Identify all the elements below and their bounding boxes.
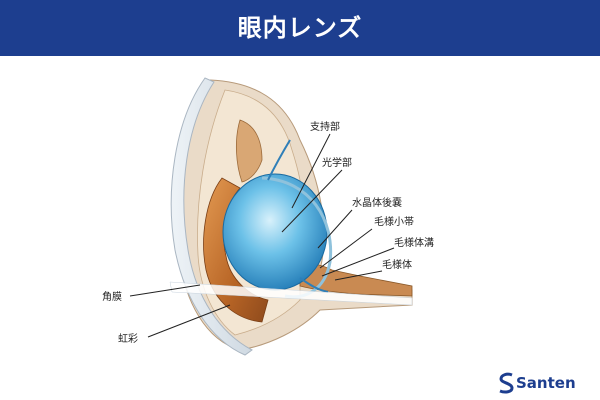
header-bar: 眼内レンズ (0, 0, 600, 56)
leader-ciliary-body (334, 270, 383, 281)
leader-posterior-capsule (317, 209, 353, 249)
santen-logo: Santen (498, 372, 576, 394)
label-iris: 虹彩 (118, 333, 138, 345)
santen-logo-mark (499, 372, 514, 394)
ciliary-upper-shape (236, 119, 263, 183)
leader-optic (281, 169, 343, 233)
iol-haptic-lower (299, 277, 329, 293)
iol-haptic-upper (267, 139, 291, 181)
leader-iris (147, 304, 231, 338)
label-zonule: 毛様小帯 (374, 215, 414, 228)
label-cornea: 角膜 (102, 291, 122, 303)
label-support: 支持部 (310, 120, 340, 133)
page-title: 眼内レンズ (237, 14, 363, 42)
leader-cornea (129, 284, 201, 297)
label-ciliary-sulcus: 毛様体溝 (394, 236, 434, 249)
leader-ciliary-sulcus (321, 247, 395, 277)
label-optic: 光学部 (322, 156, 352, 169)
leader-support (291, 133, 331, 209)
iol-optic (222, 173, 328, 291)
eye-diagram: 支持部 光学部 水晶体後嚢 毛様小帯 毛様体溝 毛様体 角膜 虹彩 (102, 77, 434, 356)
santen-logo-text: Santen (516, 374, 576, 392)
label-ciliary-body: 毛様体 (382, 258, 412, 271)
light-band (169, 281, 413, 306)
label-posterior-capsule: 水晶体後嚢 (352, 196, 402, 209)
leader-zonule (319, 228, 373, 269)
